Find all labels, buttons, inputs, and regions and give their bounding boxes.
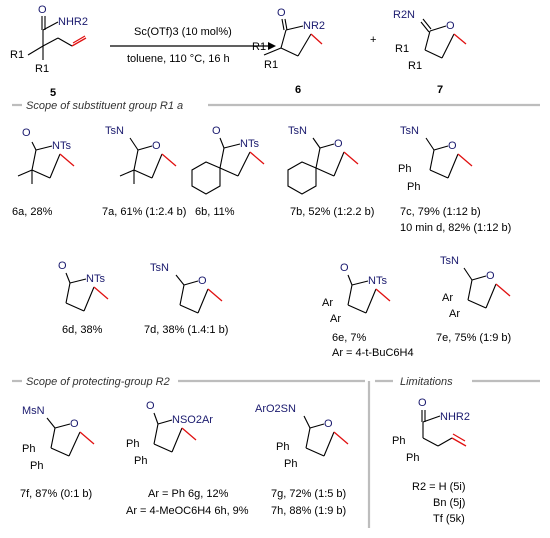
aro2sn-7g: ArO2SN <box>255 403 296 415</box>
o-7d: O <box>198 275 207 287</box>
compound-7e: TsN O Ar Ar 7e, 75% (1:9 b) <box>436 255 511 344</box>
ph-7f-a: Ph <box>22 443 35 455</box>
label-7d: 7d, 38% (1.4:1 b) <box>144 324 228 336</box>
r1-6a: R1 <box>252 41 266 53</box>
r1-7a: R1 <box>395 43 409 55</box>
compound-7a: TsN O 7a, 61% (1:2.4 b) <box>102 125 186 218</box>
section-protecting-title: Scope of protecting-group R2 <box>26 376 170 388</box>
limit-line-1: R2 = H (5i) <box>412 481 466 493</box>
o-6a: O <box>22 127 31 139</box>
nts-6d: NTs <box>86 273 105 285</box>
solvent-temp-label: toluene, 110 °C, 16 h <box>127 53 230 65</box>
ph-lim-b: Ph <box>406 452 419 464</box>
compound-6a: O NTs 6a, 28% <box>12 127 75 218</box>
r1-label-a: R1 <box>10 49 24 61</box>
label-6g: Ar = Ph 6g, 12% <box>148 488 229 500</box>
o-7c: O <box>448 140 457 152</box>
o-7b: O <box>334 138 343 150</box>
ph-6g-b: Ph <box>134 455 147 467</box>
compound-5-id: 5 <box>50 87 56 99</box>
label-7c-b: 10 min d, 82% (1:12 b) <box>400 222 511 234</box>
compound-6b: O NTs 6b, 11% <box>191 125 265 218</box>
ar-7e-b: Ar <box>449 308 460 320</box>
section-limitations-title: Limitations <box>400 376 453 388</box>
o-6g: O <box>146 400 155 412</box>
o-6: O <box>277 7 286 19</box>
compound-6d: O NTs 6d, 38% <box>58 260 109 336</box>
r2n-label: R2N <box>393 9 415 21</box>
ar-6e-b: Ar <box>330 313 341 325</box>
compound-7c: TsN O Ph Ph 7c, 79% (1:12 b) 10 min d, 8… <box>398 125 511 234</box>
limit-line-2: Bn (5j) <box>433 497 465 509</box>
tsn-7e: TsN <box>440 255 459 267</box>
section-substituent-title: Scope of substituent group R1 a <box>26 100 183 112</box>
reaction-arrow: Sc(OTf)3 (10 mol%) toluene, 110 °C, 16 h <box>110 26 276 65</box>
tsn-7b: TsN <box>288 125 307 137</box>
ph-7g-b: Ph <box>284 458 297 470</box>
label-7a: 7a, 61% (1:2.4 b) <box>102 206 186 218</box>
o-7a: O <box>152 140 161 152</box>
plus-sign: + <box>370 34 376 46</box>
label-6a: 6a, 28% <box>12 206 53 218</box>
substrate-5: O NHR2 R1 R1 5 <box>10 4 88 99</box>
ph-7f-b: Ph <box>30 460 43 472</box>
compound-7f: MsN O Ph Ph 7f, 87% (0:1 b) <box>20 405 95 500</box>
catalyst-label: Sc(OTf)3 (10 mol%) <box>134 26 232 38</box>
nts-6e: NTs <box>368 275 387 287</box>
compound-6e: O NTs Ar Ar 6e, 7% Ar = 4-t-BuC6H4 <box>322 262 414 359</box>
r1-label-b: R1 <box>35 63 49 75</box>
compound-7b: TsN O 7b, 52% (1:2.2 b) <box>287 125 374 218</box>
o-6e: O <box>340 262 349 274</box>
carbonyl-o: O <box>38 4 47 16</box>
compound-6g-6h: O NSO2Ar Ph Ph Ar = Ph 6g, 12% Ar = 4-Me… <box>126 400 249 517</box>
label-7b: 7b, 52% (1:2.2 b) <box>290 206 374 218</box>
tsn-7c: TsN <box>400 125 419 137</box>
o-lim: O <box>418 397 427 409</box>
o-7f: O <box>70 418 79 430</box>
ph-7g-a: Ph <box>276 441 289 453</box>
label-6e-b: Ar = 4-t-BuC6H4 <box>332 347 414 359</box>
ar-6e-a: Ar <box>322 297 333 309</box>
ar-7e-a: Ar <box>442 292 453 304</box>
limitation-substrate: O NHR2 Ph Ph R2 = H (5i) Bn (5j) Tf (5k) <box>392 397 470 525</box>
nso2ar-6g: NSO2Ar <box>172 414 213 426</box>
ph-lim-a: Ph <box>392 435 405 447</box>
product-7: R2N O R1 R1 7 <box>393 9 467 96</box>
o-7g: O <box>324 418 333 430</box>
nr2-label: NR2 <box>303 20 325 32</box>
r1-7b: R1 <box>408 60 422 72</box>
label-6b: 6b, 11% <box>195 206 235 218</box>
r1-6b: R1 <box>264 59 278 71</box>
tsn-7a: TsN <box>105 125 124 137</box>
nts-6b: NTs <box>240 138 259 150</box>
ph-7c-a: Ph <box>398 163 411 175</box>
amide-n-label: NHR2 <box>58 16 88 28</box>
tsn-7d: TsN <box>150 262 169 274</box>
label-7g: 7g, 72% (1:5 b) <box>271 488 346 500</box>
o-7e: O <box>486 270 495 282</box>
o-6b: O <box>212 125 221 137</box>
ph-6g-a: Ph <box>126 438 139 450</box>
label-7f: 7f, 87% (0:1 b) <box>20 488 92 500</box>
compound-7g-7h: ArO2SN O Ph Ph 7g, 72% (1:5 b) 7h, 88% (… <box>255 403 349 517</box>
ph-7c-b: Ph <box>407 181 420 193</box>
label-6d: 6d, 38% <box>62 324 103 336</box>
label-6e: 6e, 7% <box>332 332 366 344</box>
msn-7f: MsN <box>22 405 45 417</box>
o-6d: O <box>58 260 67 272</box>
nts-6a: NTs <box>52 140 71 152</box>
limit-line-3: Tf (5k) <box>433 513 465 525</box>
compound-7d: TsN O 7d, 38% (1.4:1 b) <box>144 262 228 336</box>
label-7c: 7c, 79% (1:12 b) <box>400 206 481 218</box>
compound-6-id: 6 <box>295 84 301 96</box>
nhr2-lim: NHR2 <box>440 411 470 423</box>
label-7h: 7h, 88% (1:9 b) <box>271 505 346 517</box>
compound-7-id: 7 <box>437 84 443 96</box>
label-6h: Ar = 4-MeOC6H4 6h, 9% <box>126 505 249 517</box>
o-7: O <box>446 20 455 32</box>
label-7e: 7e, 75% (1:9 b) <box>436 332 511 344</box>
product-6: O NR2 R1 R1 6 <box>252 7 325 96</box>
